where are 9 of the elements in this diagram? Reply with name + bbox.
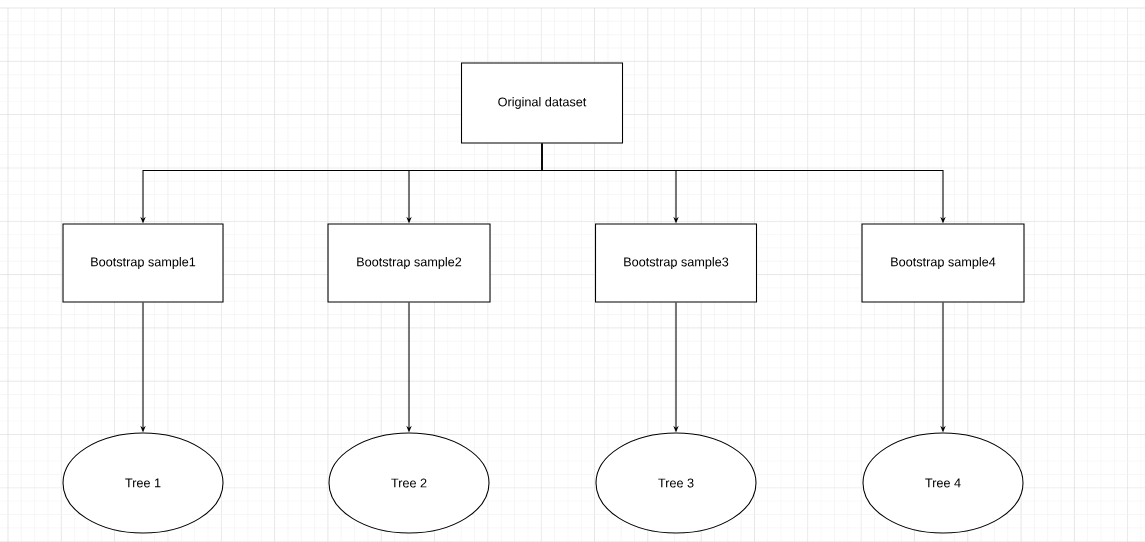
process-box: Bootstrap sample3 [594, 223, 758, 303]
process-box: Original dataset [460, 62, 624, 144]
node-label: Tree 4 [925, 478, 961, 488]
process-box: Bootstrap sample4 [861, 223, 1025, 303]
process-box: Bootstrap sample2 [327, 223, 491, 303]
node-label: Tree 1 [125, 478, 161, 488]
node-label: Tree 2 [391, 478, 427, 488]
node-label: Tree 3 [658, 478, 694, 488]
process-box: Bootstrap sample1 [62, 223, 224, 303]
